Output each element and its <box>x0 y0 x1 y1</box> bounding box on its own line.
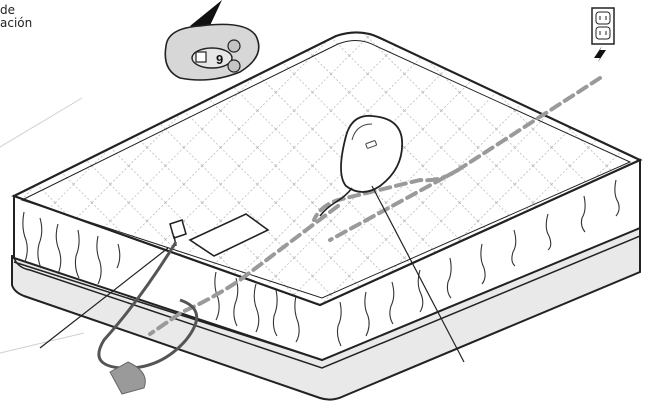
hand-controller: 9 <box>165 0 259 80</box>
controller-display-icon <box>196 52 206 62</box>
controller-button-up <box>228 40 240 52</box>
wall-outlet <box>592 8 614 62</box>
controller-button-down <box>228 60 240 72</box>
plug-arrow-icon <box>594 46 606 62</box>
controller-display-value: 9 <box>216 52 223 67</box>
